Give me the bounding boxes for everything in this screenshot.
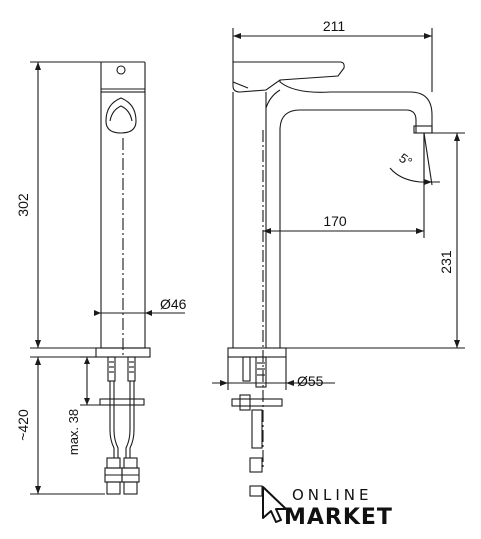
supply-hoses xyxy=(99,356,145,495)
label-body-diameter: Ø46 xyxy=(160,296,187,312)
label-hose-length: ~420 xyxy=(15,409,31,441)
online-market-logo: ONLINE MARKET xyxy=(262,486,393,530)
angle-arc xyxy=(389,167,421,183)
arrow xyxy=(94,310,101,316)
front-nut xyxy=(239,394,251,411)
hose-right-top xyxy=(127,356,136,382)
base-flange xyxy=(95,347,151,358)
label-overall-width: 211 xyxy=(323,18,346,34)
side-view xyxy=(30,61,185,495)
hose-left xyxy=(109,381,115,458)
front-base xyxy=(227,347,287,358)
front-fitting xyxy=(249,457,263,473)
logo-line2: MARKET xyxy=(284,505,393,530)
front-hose-top xyxy=(242,356,251,382)
dimension-labels: 302 Ø46 ~420 max. 38 211 170 231 Ø55 5° xyxy=(15,18,454,455)
handle-knob xyxy=(105,97,137,134)
arrow xyxy=(145,310,152,316)
fitting xyxy=(106,457,121,469)
front-stud xyxy=(255,356,267,388)
label-spout-reach: 170 xyxy=(323,213,347,229)
cursor-icon xyxy=(262,486,287,523)
logo-line1: ONLINE xyxy=(292,486,373,504)
front-rod xyxy=(251,409,263,449)
spout xyxy=(279,80,433,348)
front-washer xyxy=(231,398,283,407)
label-spout-angle: 5° xyxy=(396,150,415,169)
label-max-thickness: max. 38 xyxy=(66,409,81,455)
label-height-total: 302 xyxy=(15,193,31,217)
label-spout-height: 231 xyxy=(438,250,454,274)
front-view xyxy=(212,28,465,497)
label-base-diameter: Ø55 xyxy=(297,373,324,389)
hose-left-top xyxy=(107,356,116,382)
fitting-end xyxy=(106,481,121,495)
front-fitting-end xyxy=(249,485,263,497)
hose-right xyxy=(125,381,131,458)
handle-knob-inner xyxy=(109,105,133,122)
mounting-washer xyxy=(99,398,145,406)
handle-indicator xyxy=(116,65,126,75)
aerator xyxy=(413,125,433,134)
